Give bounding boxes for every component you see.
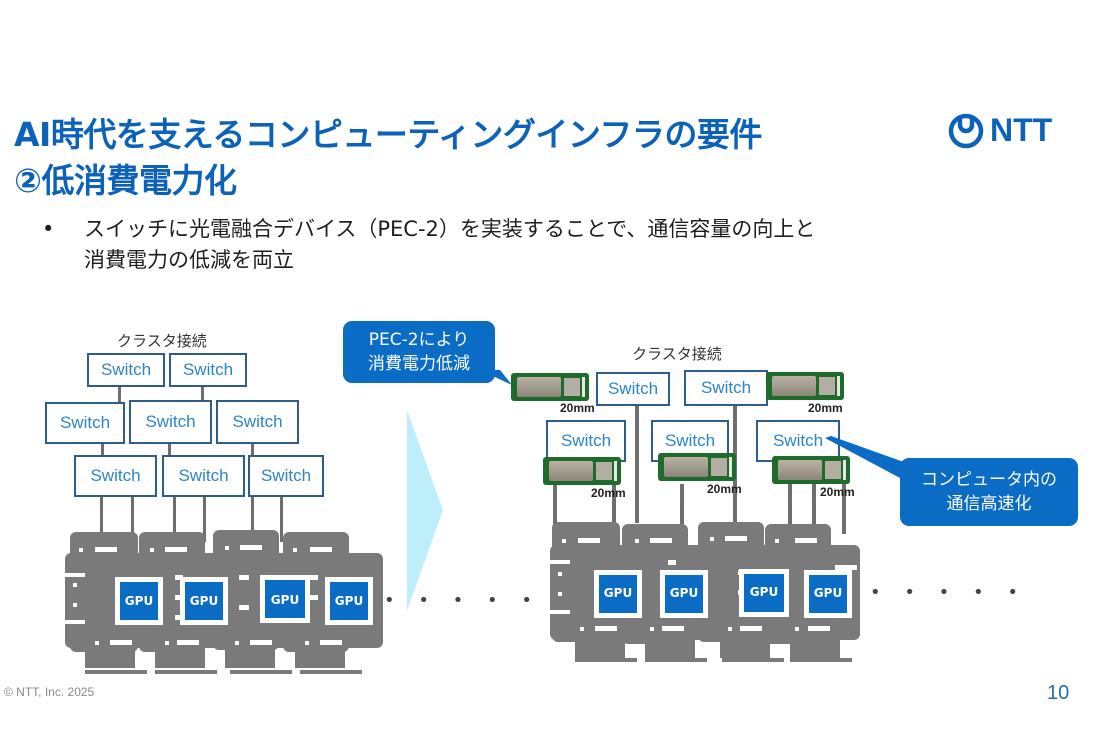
- logo-text: NTT: [990, 112, 1053, 148]
- pec2-module: [658, 453, 736, 481]
- wire: [612, 484, 616, 534]
- switch-box: Switch: [162, 455, 245, 497]
- bullet-list: • スイッチに光電融合デバイス（PEC-2）を実装することで、通信容量の向上と …: [42, 214, 1042, 284]
- pec-size-label: 20mm: [820, 485, 855, 499]
- pec-size-label: 20mm: [560, 401, 595, 415]
- ntt-logo-icon: [948, 113, 984, 148]
- pec2-module: [543, 457, 621, 485]
- callout-pec2-line1: PEC-2により: [368, 330, 470, 350]
- switch-box: Switch: [248, 455, 324, 497]
- wire: [100, 496, 103, 536]
- gpu-label: GPU: [669, 586, 699, 600]
- callout-pec2-line2: 消費電力低減: [368, 354, 470, 374]
- switch-box: Switch: [684, 370, 768, 406]
- switch-box: Switch: [74, 455, 157, 497]
- wire: [168, 443, 171, 457]
- switch-box: Switch: [216, 400, 299, 444]
- wire: [201, 386, 204, 404]
- callout-pec2-power: PEC-2により 消費電力低減: [343, 321, 495, 383]
- wire: [203, 496, 206, 542]
- wire: [680, 484, 684, 534]
- pec-size-label: 20mm: [591, 486, 626, 500]
- switch-box: Switch: [87, 353, 165, 387]
- switch-box: Switch: [596, 372, 670, 406]
- gpu-row-right: [594, 569, 852, 618]
- pec2-module: [772, 456, 850, 484]
- transition-arrow-icon: [407, 410, 443, 611]
- slide-title: AI時代を支えるコンピューティングインフラの要件 ②低消費電力化: [14, 112, 762, 204]
- wire: [251, 443, 254, 457]
- ntt-logo: NTT: [948, 112, 1052, 149]
- gpu-row-left: [115, 575, 373, 625]
- pec2-module: [766, 372, 844, 400]
- title-line-1: AI時代を支えるコンピューティングインフラの要件: [14, 115, 762, 154]
- gpu-label: GPU: [603, 586, 633, 600]
- switch-box: Switch: [546, 420, 626, 462]
- pec-size-label: 20mm: [808, 401, 843, 415]
- wire: [812, 484, 816, 534]
- wire: [118, 386, 121, 404]
- wire: [842, 484, 846, 534]
- callout-internal-line1: コンピュータ内の: [921, 470, 1057, 490]
- callout-pointer: [825, 436, 915, 486]
- switch-box: Switch: [756, 420, 840, 462]
- gpu-label: GPU: [270, 593, 300, 607]
- pec-size-label: 20mm: [707, 482, 742, 496]
- ellipsis-left: • • • • •: [384, 590, 541, 611]
- page-number: 10: [1047, 682, 1070, 704]
- callout-internal-comm: コンピュータ内の 通信高速化: [900, 458, 1078, 526]
- pec2-module: [511, 373, 589, 401]
- wire: [635, 403, 639, 523]
- wire: [280, 496, 283, 542]
- copyright-footer: © NTT, Inc. 2025: [4, 685, 95, 699]
- bullet-dot: •: [42, 217, 55, 241]
- gpu-label: GPU: [124, 594, 154, 608]
- gpu-label: GPU: [334, 594, 364, 608]
- bullet-line-1: スイッチに光電融合デバイス（PEC-2）を実装することで、通信容量の向上と: [84, 217, 816, 241]
- gpu-label: GPU: [813, 586, 843, 600]
- callout-internal-line2: 通信高速化: [946, 494, 1032, 514]
- wire: [251, 496, 254, 536]
- gpu-label: GPU: [189, 594, 219, 608]
- wire: [131, 496, 134, 536]
- gpu-label: GPU: [749, 585, 779, 599]
- ellipsis-right: • • • • •: [870, 582, 1027, 603]
- wire: [553, 484, 557, 534]
- switch-box: Switch: [169, 353, 247, 387]
- wire: [173, 496, 176, 542]
- switch-box: Switch: [45, 402, 125, 444]
- bullet-text: スイッチに光電融合デバイス（PEC-2）を実装することで、通信容量の向上と 消費…: [84, 214, 815, 276]
- switch-box: Switch: [129, 400, 212, 444]
- wire: [101, 443, 104, 457]
- bullet-line-2: 消費電力の低減を両立: [84, 248, 294, 272]
- wire: [788, 484, 792, 534]
- title-line-2: ②低消費電力化: [14, 161, 237, 200]
- cluster-label-right: クラスタ接続: [632, 345, 722, 363]
- cluster-label-left: クラスタ接続: [117, 332, 207, 350]
